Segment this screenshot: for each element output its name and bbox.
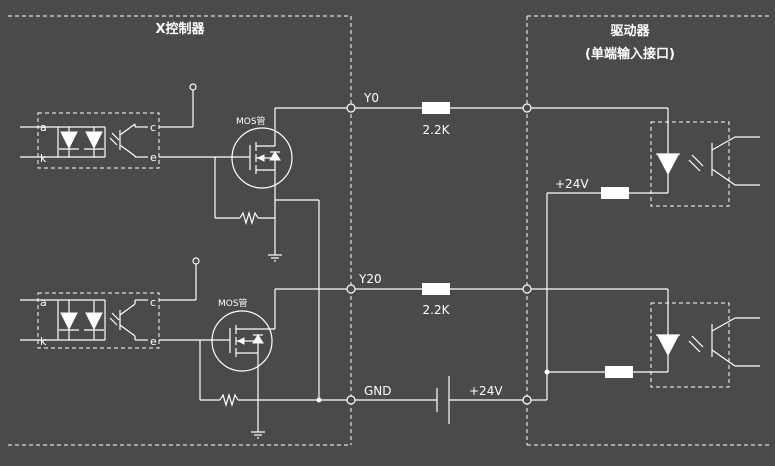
driver-y20-terminal: [522, 284, 532, 294]
driver-vcc-terminal: [522, 395, 532, 405]
mos-label-1: MOS管: [236, 115, 266, 127]
y0-label: Y0: [363, 91, 379, 105]
resistor-y0: [422, 102, 450, 114]
pin-e-label: e: [150, 151, 157, 164]
battery-voltage: +24V: [469, 384, 503, 398]
pin-e-label: e: [150, 335, 157, 348]
resistor-icon: [239, 210, 259, 226]
arrow-icon: [256, 154, 265, 162]
y20-terminal: [346, 284, 356, 294]
mosfet-2: [211, 289, 276, 432]
driver-vcc-label: +24V: [555, 177, 589, 191]
x-controller-title: X控制器: [155, 21, 205, 37]
r2-value: 2.2K: [423, 303, 451, 317]
led-icon: [60, 131, 78, 150]
pin-a-label: a: [40, 296, 47, 309]
resistor-driver-2: [605, 366, 633, 378]
diode-icon: [252, 334, 264, 344]
arrow-icon: [236, 337, 245, 345]
mos-label-2: MOS管: [218, 297, 248, 309]
driver-subtitle: (单端输入接口): [585, 46, 675, 62]
ground-icon: [251, 431, 265, 439]
led-icon: [657, 335, 679, 357]
led-icon: [85, 131, 103, 150]
diode-icon: [269, 151, 281, 161]
led-icon: [60, 312, 78, 331]
x-controller-box: [8, 15, 352, 446]
terminal-icon: [192, 257, 200, 265]
optocoupler-2: a k c e: [20, 292, 160, 349]
gnd-label: GND: [364, 384, 392, 398]
driver-optocoupler-1: [650, 108, 760, 207]
r1-value: 2.2K: [423, 123, 451, 137]
driver-optocoupler-2: [650, 289, 760, 388]
driver-box: [526, 15, 770, 446]
y0-terminal: [346, 103, 356, 113]
junction-dot: [544, 369, 550, 375]
ground-icon: [268, 254, 282, 262]
optocoupler-1: a k c e: [20, 112, 160, 169]
led-icon: [85, 312, 103, 331]
gnd-terminal: [346, 395, 356, 405]
resistor-icon: [219, 392, 239, 408]
pin-c-label: c: [150, 121, 156, 134]
pin-k-label: k: [40, 335, 47, 348]
driver-title: 驱动器: [610, 24, 650, 39]
pin-a-label: a: [40, 121, 47, 134]
pin-c-label: c: [150, 296, 156, 309]
terminal-icon: [189, 83, 197, 91]
resistor-driver-1: [601, 187, 629, 199]
pin-k-label: k: [40, 152, 47, 165]
mosfet-1: [231, 108, 293, 255]
driver-y0-terminal: [522, 103, 532, 113]
y20-label: Y20: [358, 272, 382, 286]
resistor-y20: [422, 283, 450, 295]
led-icon: [657, 154, 679, 176]
